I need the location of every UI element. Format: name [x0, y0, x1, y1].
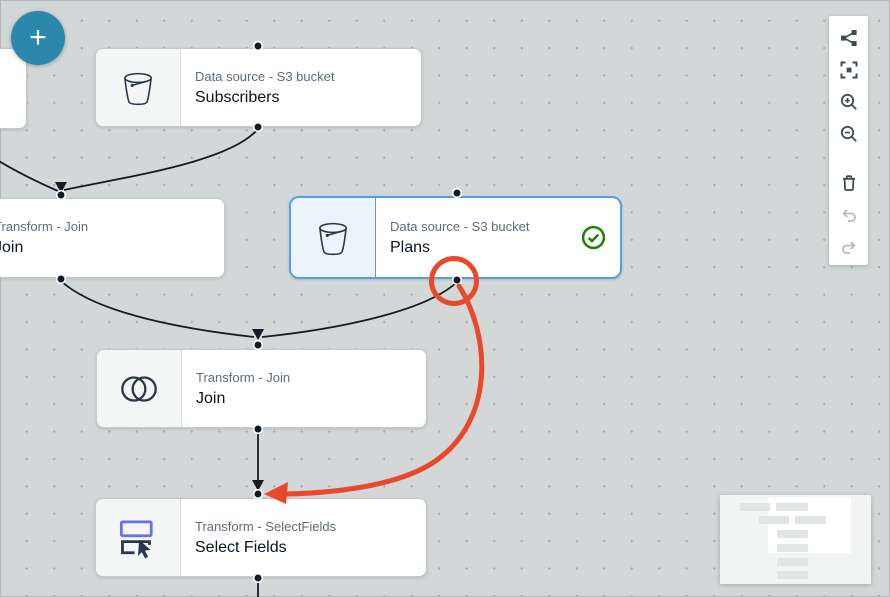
select-fields-icon [96, 499, 181, 576]
node-type-label: Data source - S3 bucket [390, 218, 530, 234]
undo-icon [841, 209, 856, 222]
delete-button[interactable] [833, 167, 865, 199]
node-select-fields[interactable]: Transform - SelectFields Select Fields [95, 498, 427, 577]
s3-bucket-icon [291, 198, 376, 277]
delete-icon [842, 175, 855, 191]
edge-arrowhead [55, 182, 67, 193]
node-type-label: Data source - S3 bucket [195, 68, 335, 84]
node-title: Subscribers [195, 88, 280, 106]
fit-to-screen-icon [840, 61, 857, 79]
node-join[interactable]: Transform - Join Join [96, 349, 427, 428]
graph-layout-icon [840, 30, 857, 46]
minimap-node [777, 558, 808, 566]
minimap-node [777, 530, 808, 538]
fit-to-screen-button[interactable] [833, 54, 865, 86]
node-type-label: Transform - Join [196, 369, 291, 385]
join-icon [97, 350, 182, 427]
edge-subscribers-to-join-left [63, 128, 259, 191]
redo-button[interactable] [833, 231, 865, 263]
zoom-out-button[interactable] [833, 118, 865, 150]
node-plans[interactable]: Data source - S3 bucket Plans [289, 196, 622, 279]
edge-arrowhead [252, 480, 264, 491]
zoom-in-icon [840, 93, 857, 110]
edge-arrowhead [252, 329, 264, 340]
minimap[interactable] [720, 495, 871, 584]
edge-plans-to-join [261, 281, 458, 338]
node-title: Join [196, 389, 226, 407]
redo-icon [841, 241, 856, 254]
node-type-label: Transform - Join [0, 219, 89, 234]
zoom-out-icon [840, 125, 857, 142]
minimap-node [777, 544, 808, 552]
minimap-node [795, 516, 826, 524]
minimap-node [759, 516, 789, 524]
node-type-label: Transform - SelectFields [195, 518, 337, 534]
undo-button[interactable] [833, 199, 865, 231]
plus-icon: + [29, 21, 47, 54]
node-join-left[interactable]: Transform - Join Join [0, 198, 225, 278]
canvas-toolbar [829, 16, 868, 265]
edge-offscreen-to-join-left [0, 160, 59, 192]
s3-bucket-icon [96, 49, 181, 126]
node-title: Join [0, 239, 24, 256]
edge-join-left-to-join [60, 280, 255, 338]
success-check-icon [581, 225, 606, 250]
add-node-button[interactable]: + [11, 11, 65, 65]
minimap-node [776, 503, 808, 511]
zoom-in-button[interactable] [833, 86, 865, 118]
node-title: Select Fields [195, 538, 287, 556]
port-join-in[interactable] [252, 339, 264, 351]
node-subscribers[interactable]: Data source - S3 bucket Subscribers [95, 48, 422, 127]
minimap-node [777, 571, 808, 579]
node-title: Plans [390, 238, 431, 256]
graph-layout-button[interactable] [833, 22, 865, 54]
minimap-node [740, 503, 770, 511]
port-select-fields-in[interactable] [252, 488, 264, 500]
